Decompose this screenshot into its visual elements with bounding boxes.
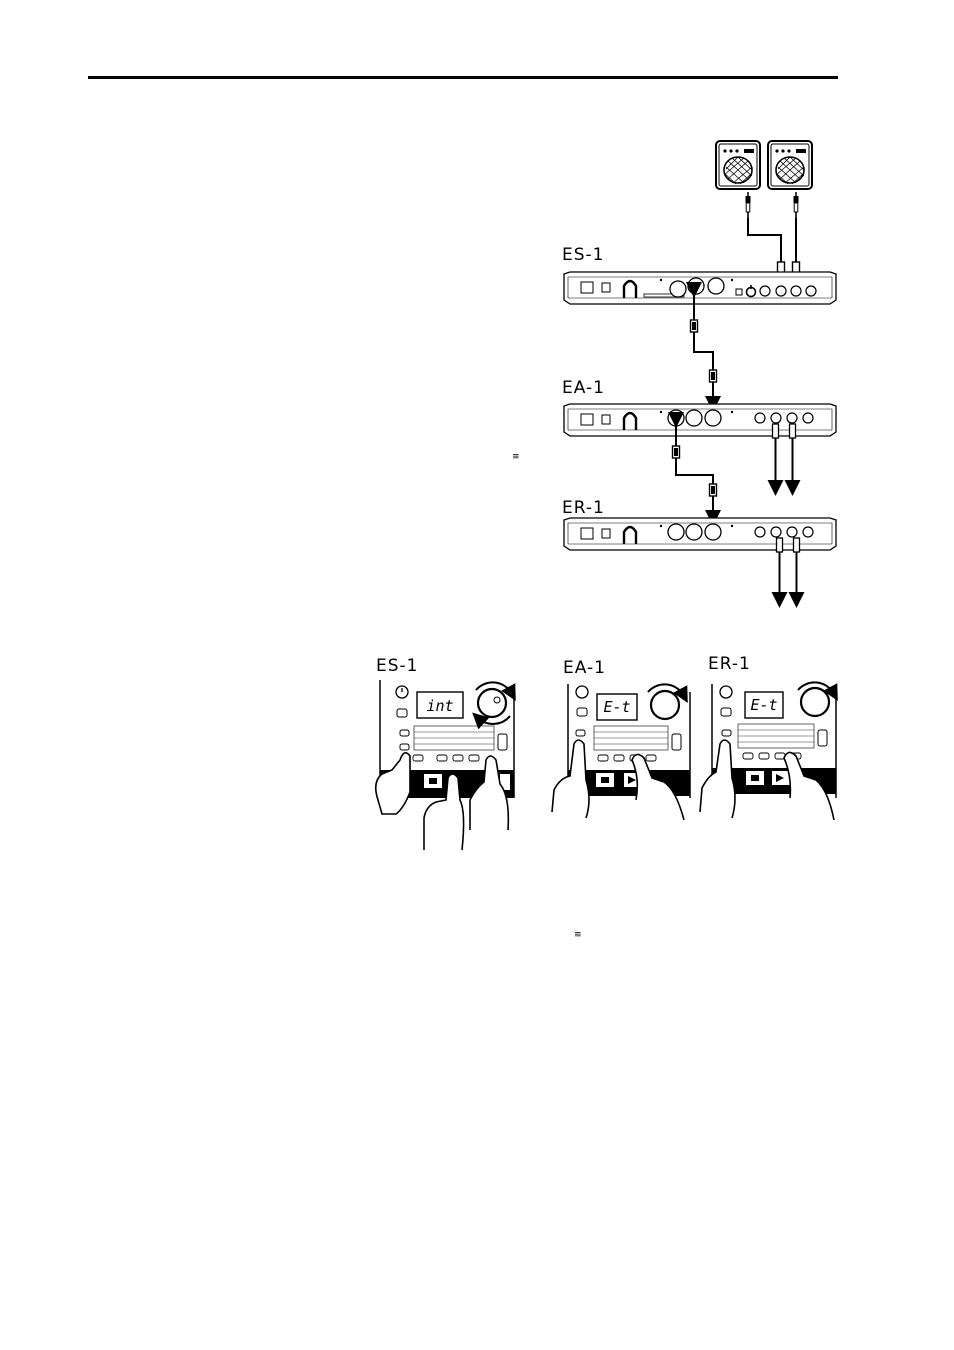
- es1-rear-panel: [564, 272, 836, 304]
- amplifier-left-icon: [716, 141, 760, 189]
- er1-display: E-t: [750, 696, 777, 714]
- er1-front-panel: E-t: [700, 682, 836, 820]
- ea1-front-panel: E-t: [552, 684, 690, 820]
- es1-display: int: [426, 697, 453, 715]
- ea1-display: E-t: [603, 698, 630, 716]
- amplifier-right-icon: [768, 141, 812, 189]
- es1-front-panel: int: [376, 680, 514, 850]
